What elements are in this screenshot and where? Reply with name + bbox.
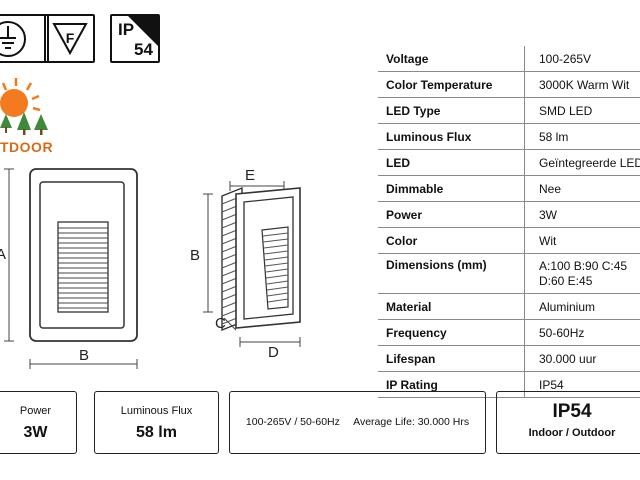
sun-trees-icon bbox=[0, 78, 48, 135]
ip-summary-usage: Indoor / Outdoor bbox=[528, 427, 616, 439]
spec-label: Luminous Flux bbox=[378, 123, 525, 150]
earth-ground-cert bbox=[0, 14, 49, 63]
spec-label: Color bbox=[378, 227, 525, 254]
power-summary-box: Power 3W bbox=[0, 391, 77, 454]
outdoor-logo: TDOOR bbox=[0, 76, 60, 156]
ip-label-top: IP bbox=[118, 20, 135, 39]
ip-summary-box: IP54 Indoor / Outdoor bbox=[496, 391, 640, 454]
side-label-d: D bbox=[268, 344, 279, 361]
front-label-a: A bbox=[0, 246, 7, 263]
spec-value: SMD LED bbox=[524, 97, 640, 124]
spec-label: Frequency bbox=[378, 319, 525, 346]
spec-value: IP54 bbox=[524, 371, 640, 398]
f-mark-icon: F bbox=[52, 23, 88, 56]
spec-label: Color Temperature bbox=[378, 71, 525, 98]
flux-summary-label: Luminous Flux bbox=[120, 405, 193, 417]
spec-value: Wit bbox=[524, 227, 640, 254]
ip-rating-icon bbox=[128, 16, 158, 46]
flux-summary-box: Luminous Flux 58 lm bbox=[94, 391, 219, 454]
spec-value: 30.000 uur bbox=[524, 345, 640, 372]
electrical-summary-line: 100-265V / 50-60Hz Average Life: 30.000 … bbox=[230, 416, 485, 428]
earth-ground-icon bbox=[0, 21, 26, 57]
spec-value: 100-265V bbox=[524, 46, 640, 72]
flux-summary-value: 58 lm bbox=[136, 424, 177, 441]
ip-summary-rating: IP54 bbox=[552, 401, 592, 422]
spec-value: Aluminium bbox=[524, 293, 640, 320]
power-summary-value: 3W bbox=[23, 424, 48, 441]
front-view-drawing bbox=[4, 168, 138, 369]
spec-value: 3W bbox=[524, 201, 640, 228]
spec-label: LED bbox=[378, 149, 525, 176]
spec-label: Dimmable bbox=[378, 175, 525, 202]
side-label-e: E bbox=[245, 167, 256, 184]
side-label-c: C bbox=[215, 315, 226, 332]
average-life-text: Average Life: 30.000 Hrs bbox=[353, 416, 470, 428]
spec-value: A:100 B:90 C:45 D:60 E:45 bbox=[524, 253, 640, 294]
ip-label-bottom: 54 bbox=[134, 40, 153, 59]
voltage-frequency-text: 100-265V / 50-60Hz bbox=[245, 416, 340, 428]
spec-label: Power bbox=[378, 201, 525, 228]
spec-value: 50-60Hz bbox=[524, 319, 640, 346]
spec-value: 3000K Warm Wit bbox=[524, 71, 640, 98]
side-label-b: B bbox=[190, 247, 201, 264]
spec-label: IP Rating bbox=[378, 371, 525, 398]
f-mark-cert: F bbox=[44, 14, 95, 63]
side-view-drawing bbox=[203, 181, 301, 347]
spec-label: Material bbox=[378, 293, 525, 320]
spec-label: LED Type bbox=[378, 97, 525, 124]
spec-value: Nee bbox=[524, 175, 640, 202]
ip-rating-cert: IP 54 bbox=[110, 14, 160, 63]
power-summary-label: Power bbox=[19, 405, 52, 417]
front-label-b: B bbox=[79, 347, 90, 364]
spec-value: Geïntegreerde LED bbox=[524, 149, 640, 176]
spec-label: Voltage bbox=[378, 46, 525, 72]
electrical-summary-box: 100-265V / 50-60Hz Average Life: 30.000 … bbox=[229, 391, 486, 454]
spec-value: 58 lm bbox=[524, 123, 640, 150]
spec-label: Lifespan bbox=[378, 345, 525, 372]
svg-text:F: F bbox=[66, 30, 75, 46]
spec-row-dimensions: Dimensions (mm)A:100 B:90 C:45 D:60 E:45 bbox=[378, 253, 640, 294]
spec-label: Dimensions (mm) bbox=[378, 253, 525, 294]
outdoor-logo-text: TDOOR bbox=[0, 139, 54, 155]
